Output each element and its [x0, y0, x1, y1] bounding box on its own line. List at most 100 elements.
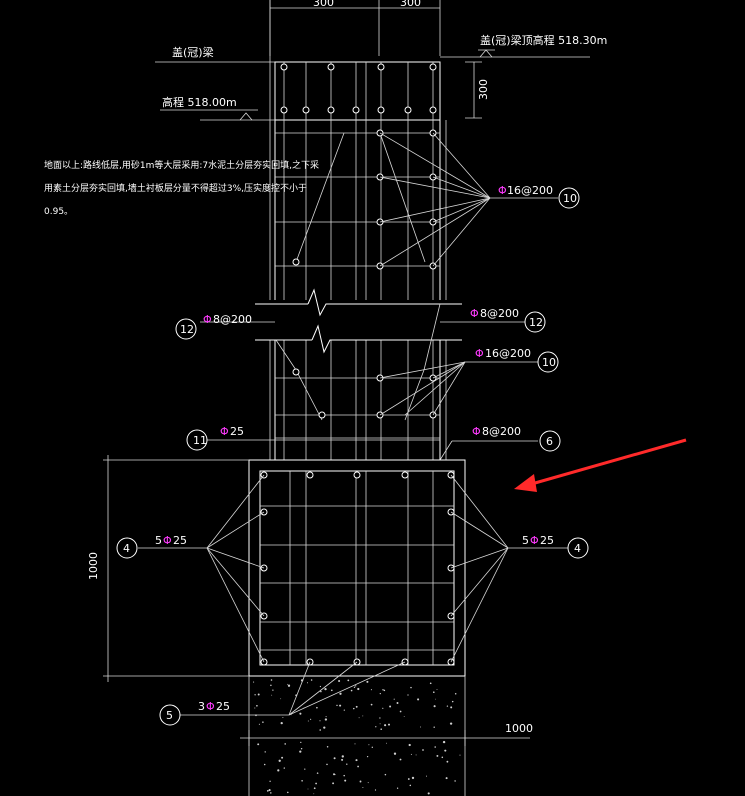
- concrete-speck: [323, 726, 326, 729]
- concrete-speck: [268, 789, 271, 792]
- concrete-speck: [409, 784, 412, 787]
- rebar-symbol: Φ: [203, 313, 212, 326]
- concrete-speck: [366, 680, 369, 683]
- svg-text:5: 5: [166, 709, 173, 722]
- concrete-speck: [300, 679, 304, 682]
- concrete-speck: [271, 694, 273, 696]
- concrete-speck: [353, 707, 355, 710]
- callout-10-bottom: 10 Φ 16@200: [475, 347, 559, 373]
- concrete-speck: [355, 759, 358, 762]
- concrete-speck: [441, 756, 444, 759]
- concrete-speck: [282, 717, 284, 718]
- concrete-speck: [408, 743, 411, 747]
- concrete-speck: [257, 743, 260, 746]
- concrete-speck: [425, 775, 428, 777]
- concrete-speck: [393, 698, 395, 700]
- concrete-speck: [362, 715, 364, 717]
- beam-label-group: 盖(冠)梁: [155, 45, 275, 63]
- concrete-speck: [396, 787, 399, 789]
- concrete-speck: [320, 690, 322, 693]
- svg-text:25: 25: [216, 700, 230, 713]
- concrete-speck: [436, 754, 439, 757]
- concrete-speck: [326, 763, 328, 766]
- concrete-speck: [384, 724, 387, 727]
- concrete-speck: [407, 778, 410, 780]
- concrete-speck: [300, 741, 302, 744]
- vertical-dimension: 1000: [87, 455, 249, 682]
- concrete-speck: [368, 744, 370, 746]
- concrete-speck: [446, 760, 449, 763]
- concrete-speck: [427, 792, 430, 795]
- concrete-speck: [354, 743, 356, 745]
- concrete-speck: [451, 700, 454, 703]
- svg-text:5: 5: [522, 534, 529, 547]
- concrete-speck: [383, 689, 386, 692]
- concrete-speck: [370, 689, 372, 691]
- concrete-speck: [290, 714, 292, 716]
- rebar-symbol: Φ: [470, 307, 479, 320]
- concrete-speck: [264, 751, 266, 753]
- concrete-speck: [341, 758, 344, 761]
- rebar-symbol: Φ: [530, 534, 539, 547]
- beam-top-elevation-label: 盖(冠)梁顶高程 518.30m: [480, 33, 607, 47]
- concrete-speck: [384, 773, 387, 776]
- concrete-speck: [393, 752, 397, 755]
- leader-lines: [200, 132, 558, 461]
- concrete-speck: [339, 704, 342, 707]
- concrete-speck: [407, 694, 409, 696]
- concrete-speck: [436, 688, 438, 690]
- svg-text:8@200: 8@200: [480, 307, 519, 320]
- concrete-speck: [286, 683, 288, 685]
- concrete-speck: [254, 694, 256, 696]
- svg-text:5: 5: [155, 534, 162, 547]
- concrete-speck: [355, 705, 358, 708]
- concrete-speck: [403, 716, 405, 717]
- svg-text:16@200: 16@200: [507, 184, 553, 197]
- concrete-speck: [357, 687, 360, 691]
- concrete-speck: [420, 726, 422, 728]
- concrete-speck: [399, 710, 402, 713]
- svg-text:8@200: 8@200: [482, 425, 521, 438]
- concrete-speck: [450, 706, 453, 709]
- rebar-symbol: Φ: [220, 425, 229, 438]
- concrete-speck: [325, 688, 327, 690]
- concrete-speck: [256, 704, 258, 707]
- concrete-speck: [410, 686, 412, 689]
- callout-11: 11 Φ 25: [186, 425, 244, 451]
- rebar-symbol: Φ: [498, 184, 507, 197]
- concrete-speck: [310, 679, 313, 681]
- rebar-symbol: Φ: [163, 534, 172, 547]
- concrete-speck: [299, 712, 302, 715]
- beam-height-label: 300: [477, 79, 490, 100]
- concrete-speck: [382, 689, 384, 691]
- concrete-speck: [313, 793, 315, 795]
- concrete-speck: [359, 780, 362, 783]
- concrete-speck: [324, 718, 328, 721]
- concrete-speck: [346, 763, 348, 765]
- svg-text:25: 25: [173, 534, 187, 547]
- concrete-speck: [433, 726, 435, 728]
- concrete-speck: [396, 702, 399, 704]
- concrete-speck: [330, 689, 333, 692]
- concrete-speck: [315, 782, 317, 785]
- concrete-speck: [336, 704, 338, 707]
- concrete-speck: [454, 780, 456, 782]
- vertical-dim-label: 1000: [87, 552, 100, 580]
- concrete-speck: [325, 716, 327, 718]
- concrete-speck: [434, 746, 436, 748]
- note-line-2: 用素土分层夯实回填,墙土衬板层分量不得超过3%,压实度控不小于: [44, 182, 307, 194]
- concrete-speck: [277, 769, 280, 772]
- concrete-speck: [316, 706, 318, 709]
- svg-text:12: 12: [529, 316, 543, 329]
- concrete-speck: [388, 723, 390, 726]
- rebar-symbol: Φ: [206, 700, 215, 713]
- concrete-speck: [442, 740, 446, 744]
- concrete-speck: [269, 780, 271, 782]
- concrete-speck: [382, 707, 384, 709]
- concrete-speck: [353, 686, 356, 688]
- concrete-speck: [379, 723, 381, 725]
- top-dim-left: 300: [313, 0, 334, 9]
- concrete-speck: [374, 789, 377, 791]
- concrete-speck: [313, 787, 316, 790]
- svg-text:10: 10: [563, 192, 577, 205]
